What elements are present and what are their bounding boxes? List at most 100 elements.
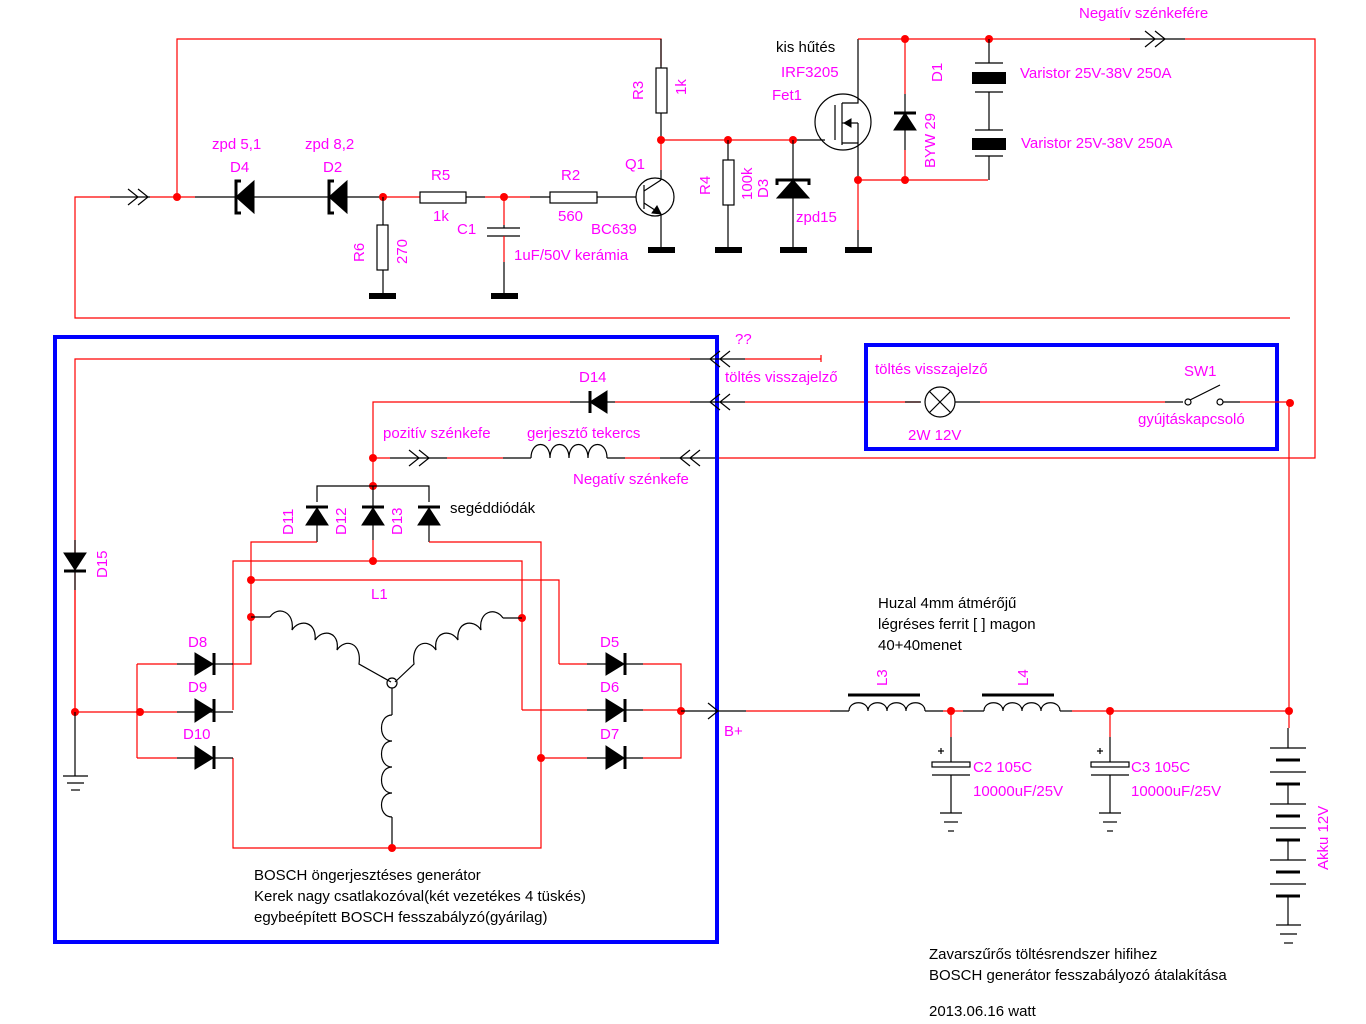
varistor-icon bbox=[972, 138, 1006, 150]
connector-icon bbox=[709, 350, 731, 368]
battery-label: Akku 12V bbox=[1315, 806, 1332, 870]
filter-note-1: Huzal 4mm átmérőjű bbox=[878, 595, 1016, 612]
field-coil-label: gerjesztő tekercs bbox=[527, 425, 640, 442]
c2-label: C2 105C bbox=[973, 759, 1032, 776]
connector-icon bbox=[679, 449, 701, 467]
junction bbox=[136, 708, 144, 716]
wire bbox=[176, 38, 662, 197]
d3-label: D3 bbox=[755, 179, 772, 198]
resistor-r4-icon bbox=[722, 159, 735, 206]
c3-value: 10000uF/25V bbox=[1131, 783, 1221, 800]
zener-diode-d3-icon bbox=[775, 178, 811, 199]
d4-label: D4 bbox=[230, 159, 249, 176]
d3-value: zpd15 bbox=[796, 209, 837, 226]
resistor-r6-icon bbox=[376, 224, 389, 271]
wire bbox=[74, 196, 1290, 319]
generator-desc-2: Kerek nagy csatlakozóval(két vezetékes 4… bbox=[254, 888, 586, 905]
r6-value: 270 bbox=[394, 239, 411, 264]
stator-winding-l1-icon bbox=[251, 610, 522, 848]
pos-brush-label: pozitív szénkefe bbox=[383, 425, 491, 442]
lamp-title: töltés visszajelző bbox=[875, 361, 988, 378]
lamp-icon bbox=[924, 386, 956, 418]
r3-label: R3 bbox=[630, 81, 647, 100]
wire bbox=[429, 541, 542, 758]
q1-value: BC639 bbox=[591, 221, 637, 238]
diode-d9-icon bbox=[194, 698, 216, 723]
d8-label: D8 bbox=[188, 634, 207, 651]
transistor-q1-icon bbox=[635, 170, 675, 247]
lamp-value: 2W 12V bbox=[908, 427, 961, 444]
d5-label: D5 bbox=[600, 634, 619, 651]
wire bbox=[74, 358, 690, 553]
fet1-note: kis hűtés bbox=[776, 39, 835, 56]
junction bbox=[1286, 399, 1294, 407]
zener-diode-d4-icon bbox=[234, 179, 255, 215]
connector-icon bbox=[408, 449, 430, 467]
field-coil-icon bbox=[530, 443, 608, 459]
d13-label: D13 bbox=[389, 507, 406, 535]
diode-d8-icon bbox=[194, 652, 216, 676]
generator-frame bbox=[53, 335, 719, 944]
ground-icon bbox=[780, 247, 807, 253]
dashboard-circuit: töltés visszajelző 2W 12V SW1 gyújtáskap… bbox=[875, 361, 1294, 444]
junction bbox=[247, 576, 255, 584]
unknown-label: ?? bbox=[735, 331, 752, 348]
inductor-l3-icon bbox=[848, 702, 926, 712]
battery-icon bbox=[1270, 728, 1306, 944]
ground-icon bbox=[369, 293, 396, 299]
title-block: Zavarszűrős töltésrendszer hifihez BOSCH… bbox=[929, 946, 1227, 1020]
d10-label: D10 bbox=[183, 726, 211, 743]
junction bbox=[901, 176, 909, 184]
junction bbox=[369, 557, 377, 565]
regulator-circuit: zpd 5,1 D4 zpd 8,2 D2 R6 270 R5 1k bbox=[74, 5, 1316, 459]
d11-label: D11 bbox=[280, 509, 297, 535]
wire bbox=[715, 38, 1316, 459]
diode-d15-icon bbox=[63, 552, 87, 573]
r4-value: 100k bbox=[739, 167, 756, 200]
varistor2-label: Varistor 25V-38V 250A bbox=[1021, 135, 1172, 152]
fet1-value: IRF3205 bbox=[781, 64, 839, 81]
neg-brush-out-label: Negatív szénkefére bbox=[1079, 5, 1208, 22]
junction bbox=[173, 193, 181, 201]
title-line-1: Zavarszűrős töltésrendszer hifihez bbox=[929, 946, 1157, 963]
diode-d6-icon bbox=[605, 698, 627, 723]
switch-name: SW1 bbox=[1184, 363, 1217, 380]
d7-label: D7 bbox=[600, 726, 619, 743]
ground-icon bbox=[648, 247, 675, 253]
neg-brush-label: Negatív szénkefe bbox=[573, 471, 689, 488]
switch-label: gyújtáskapcsoló bbox=[1138, 411, 1245, 428]
wire bbox=[232, 758, 542, 849]
diode-d7-icon bbox=[605, 745, 627, 770]
diode-d13-icon bbox=[417, 505, 441, 526]
diode-d14-icon bbox=[588, 390, 608, 414]
resistor-r5-icon bbox=[419, 191, 467, 204]
zener-diode-d2-icon bbox=[327, 179, 348, 215]
generator-desc-3: egybeépített BOSCH fesszabályzó(gyárilag… bbox=[254, 909, 547, 926]
diode-d1-icon bbox=[893, 111, 917, 131]
r3-value: 1k bbox=[673, 79, 690, 95]
ground-icon bbox=[845, 247, 872, 253]
d15-label: D15 bbox=[94, 550, 111, 578]
inductor-l4-icon bbox=[983, 702, 1061, 712]
l1-label: L1 bbox=[371, 586, 388, 603]
wire bbox=[233, 541, 317, 665]
c2-value: 10000uF/25V bbox=[973, 783, 1063, 800]
wire bbox=[251, 579, 560, 664]
r2-value: 560 bbox=[558, 208, 583, 225]
output-filter: L3 L4 Huzal 4mm átmérőjű légréses ferrit… bbox=[746, 402, 1332, 944]
resistor-r3-icon bbox=[655, 67, 668, 114]
charge-indicator-in-label: töltés visszajelző bbox=[725, 369, 838, 386]
diode-d5-icon bbox=[605, 652, 627, 676]
c3-label: C3 105C bbox=[1131, 759, 1190, 776]
d1-label: D1 bbox=[929, 63, 946, 82]
d12-label: D12 bbox=[333, 507, 350, 535]
connector-icon bbox=[110, 188, 150, 206]
generator-circuit: ?? töltés visszajelző D14 bbox=[63, 331, 920, 926]
r4-label: R4 bbox=[697, 176, 714, 195]
diode-d10-icon bbox=[194, 745, 216, 770]
title-line-2: BOSCH generátor fesszabályozó átalakítás… bbox=[929, 967, 1227, 984]
varistor1-label: Varistor 25V-38V 250A bbox=[1020, 65, 1171, 82]
junction bbox=[388, 844, 396, 852]
d14-label: D14 bbox=[579, 369, 607, 386]
diode-d11-icon bbox=[305, 505, 329, 526]
